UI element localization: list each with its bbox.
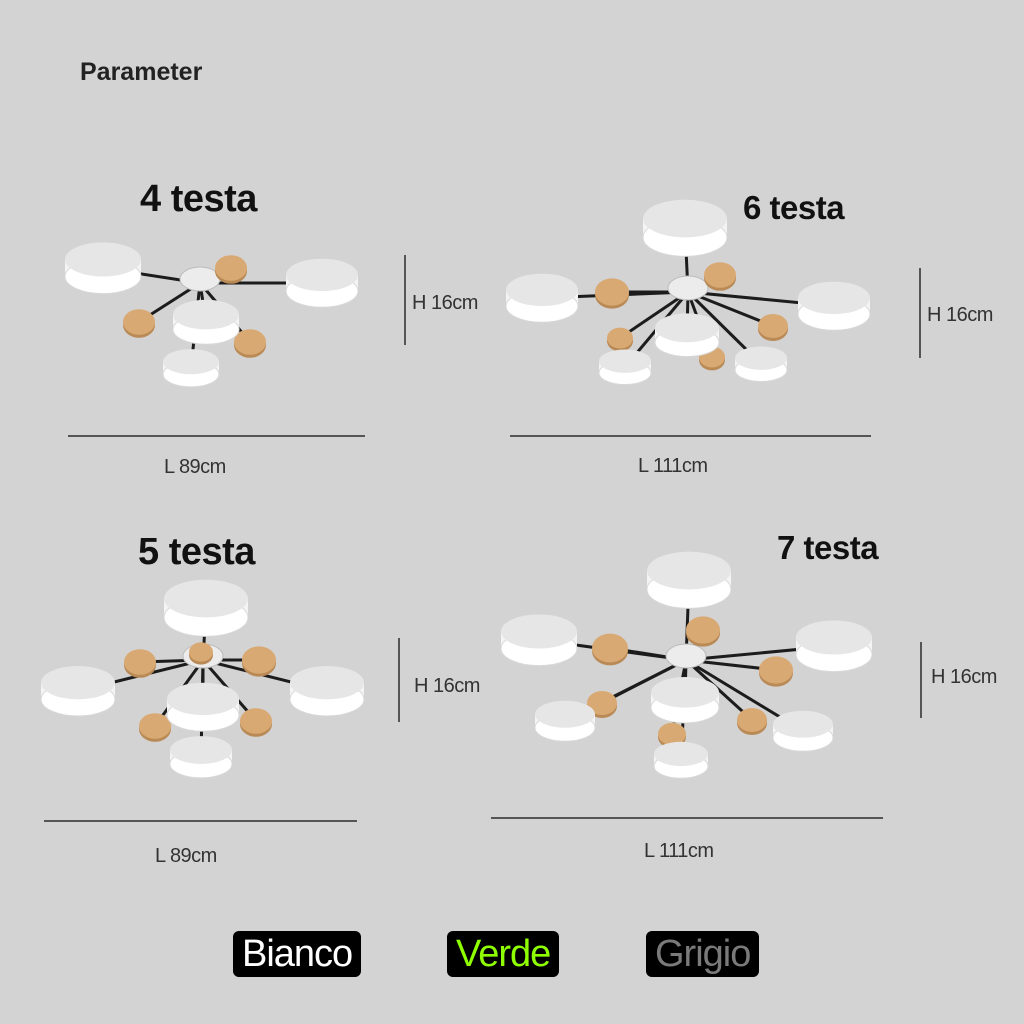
wood-disc bbox=[240, 708, 272, 734]
wood-disc bbox=[758, 314, 788, 338]
lamp-head-top bbox=[773, 710, 833, 738]
lamp-head-top bbox=[167, 682, 239, 716]
lamp-head-top bbox=[173, 299, 239, 330]
wood-disc bbox=[587, 691, 617, 715]
height-label-5: H 16cm bbox=[414, 675, 480, 697]
lamp-head-top bbox=[41, 666, 115, 700]
length-line-4 bbox=[68, 435, 365, 437]
wood-disc bbox=[189, 642, 213, 662]
color-option-verde[interactable]: Verde bbox=[447, 931, 560, 977]
length-label-6: L 111cm bbox=[638, 455, 708, 477]
lamp-head-top bbox=[290, 666, 364, 700]
length-line-6 bbox=[510, 435, 871, 437]
lamp-head-top bbox=[170, 736, 232, 764]
lamp-head-top bbox=[643, 199, 727, 238]
wood-disc bbox=[595, 278, 629, 306]
lamp-head-top bbox=[535, 700, 595, 728]
length-line-7 bbox=[491, 817, 883, 819]
wood-disc bbox=[215, 255, 247, 281]
wood-disc bbox=[592, 633, 628, 663]
lamp-head-top bbox=[164, 579, 248, 618]
lamp-head-top bbox=[796, 620, 872, 655]
height-line-7 bbox=[920, 642, 922, 718]
wood-disc bbox=[234, 329, 266, 355]
lamp-arm bbox=[684, 658, 754, 722]
lamp-head-top bbox=[655, 313, 719, 343]
lamp-head-top bbox=[798, 281, 870, 315]
height-label-6: H 16cm bbox=[927, 304, 993, 326]
height-line-6 bbox=[919, 268, 921, 358]
lamp-canopy bbox=[179, 266, 221, 292]
height-label-7: H 16cm bbox=[931, 666, 997, 688]
lamp-head-top bbox=[65, 242, 141, 277]
height-line-4 bbox=[404, 255, 406, 345]
lamp-arm bbox=[687, 290, 774, 328]
lamp-head-top bbox=[163, 349, 219, 375]
lamp-head-top bbox=[599, 349, 651, 373]
lamp-arm bbox=[601, 658, 687, 705]
wood-disc bbox=[737, 708, 767, 732]
wood-disc bbox=[658, 722, 686, 746]
lamp-canopy bbox=[665, 643, 707, 669]
lamp-head-top bbox=[506, 273, 578, 307]
wood-disc bbox=[124, 649, 156, 675]
wood-disc bbox=[123, 309, 155, 335]
wood-disc bbox=[759, 656, 793, 684]
variant-title-6: 6 testa bbox=[743, 189, 845, 226]
wood-disc bbox=[139, 713, 171, 739]
lamp-head-top bbox=[286, 258, 358, 292]
wood-disc bbox=[704, 262, 736, 288]
height-line-5 bbox=[398, 638, 400, 722]
variant-title-4: 4 testa bbox=[140, 178, 257, 220]
height-label-4: H 16cm bbox=[412, 292, 478, 314]
length-line-5 bbox=[44, 820, 357, 822]
length-label-7: L 111cm bbox=[644, 840, 714, 862]
lamp-canopy bbox=[667, 275, 709, 301]
page-heading: Parameter bbox=[80, 58, 203, 86]
wood-disc bbox=[607, 327, 633, 349]
length-label-5: L 89cm bbox=[155, 845, 217, 867]
color-option-grigio[interactable]: Grigio bbox=[646, 931, 760, 977]
lamp-head-top bbox=[735, 346, 787, 370]
length-label-4: L 89cm bbox=[164, 456, 226, 478]
variant-title-5: 5 testa bbox=[138, 531, 255, 573]
lamp-head-top bbox=[654, 741, 708, 767]
lamp-head-top bbox=[647, 551, 731, 590]
variant-title-7: 7 testa bbox=[777, 529, 879, 566]
lamp-head-top bbox=[651, 677, 719, 708]
wood-disc bbox=[686, 616, 720, 644]
wood-disc bbox=[242, 646, 276, 674]
lamp-arm bbox=[619, 290, 689, 340]
color-option-bianco[interactable]: Bianco bbox=[233, 931, 362, 977]
lamp-head-top bbox=[501, 614, 577, 649]
